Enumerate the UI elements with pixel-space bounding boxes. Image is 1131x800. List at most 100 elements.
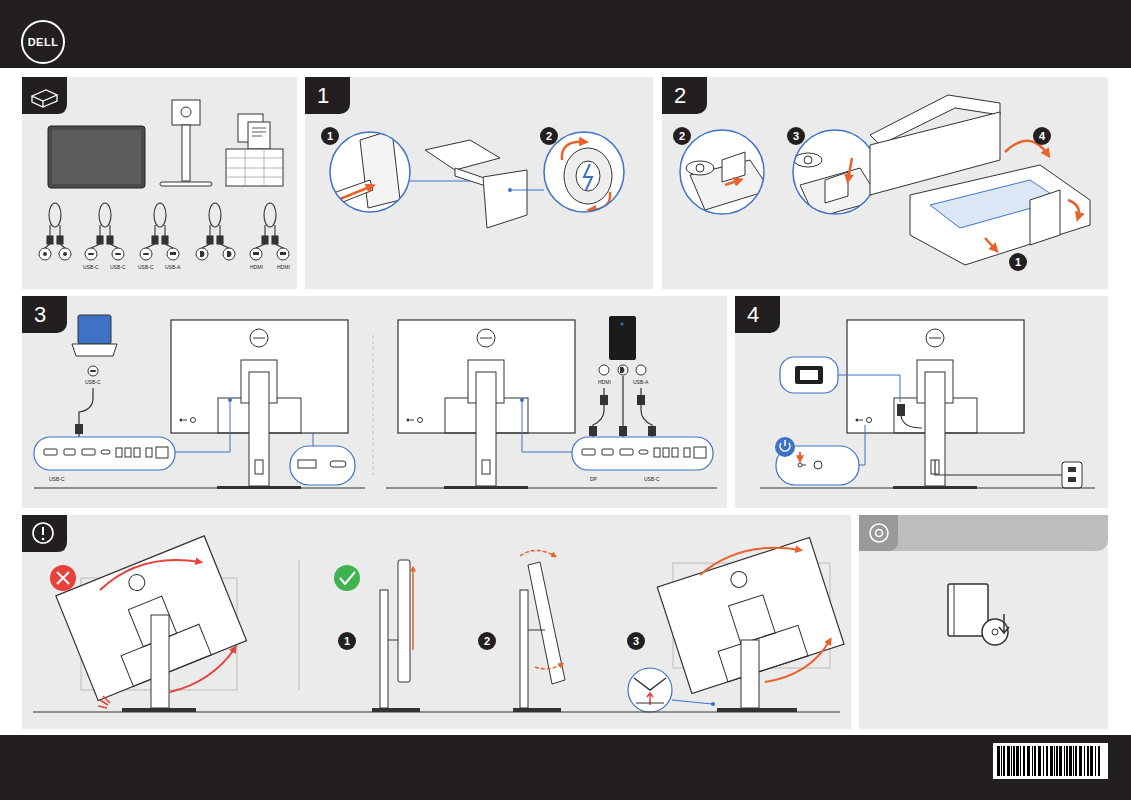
box-contents xyxy=(264,203,276,227)
barcode-bar xyxy=(1007,746,1010,776)
barcode-bar xyxy=(1075,746,1077,776)
box-contents xyxy=(143,253,149,255)
unboxing xyxy=(793,130,877,214)
power-connection xyxy=(760,320,1095,489)
setup-illustration xyxy=(662,77,1108,289)
warning-rotation xyxy=(50,565,76,591)
power-connection xyxy=(799,452,801,460)
unboxing xyxy=(794,153,822,167)
power-connection xyxy=(795,366,823,384)
power-connection xyxy=(1068,477,1076,482)
barcode-bar xyxy=(1050,746,1053,776)
box-contents xyxy=(22,77,289,260)
unboxing xyxy=(794,153,880,218)
unboxing xyxy=(910,165,1090,265)
box-contents xyxy=(47,236,53,244)
connect-cables xyxy=(330,461,346,467)
power-connection xyxy=(814,461,822,469)
cable-label: USB-C xyxy=(110,264,126,270)
box-contents xyxy=(272,236,278,244)
unboxing xyxy=(680,95,1090,265)
stand-assembly xyxy=(562,142,585,160)
connect-cables xyxy=(373,335,374,475)
box-contents xyxy=(248,122,270,149)
barcode-bar xyxy=(1079,746,1082,776)
power-connection xyxy=(800,370,818,380)
stand-assembly xyxy=(508,188,512,192)
connection-caption: USB-C xyxy=(49,476,65,482)
connect-cables xyxy=(593,376,652,440)
unboxing xyxy=(1005,141,1048,155)
warning-rotation xyxy=(535,664,562,669)
barcode-bar xyxy=(1064,746,1065,776)
warning-rotation xyxy=(628,668,672,712)
connect-cables xyxy=(34,488,717,489)
connect-cables xyxy=(522,400,572,452)
power-connection xyxy=(802,465,806,466)
box-contents xyxy=(182,125,190,181)
stand-assembly xyxy=(360,130,400,208)
setup-illustration xyxy=(305,77,653,289)
step-panel: 1 xyxy=(305,77,653,289)
port-label: USB-A xyxy=(633,379,648,385)
connect-cables xyxy=(34,315,717,489)
connection-caption: DP xyxy=(590,476,597,482)
barcode-bar xyxy=(1016,746,1019,776)
connect-cables xyxy=(599,365,646,375)
power-connection xyxy=(780,357,838,393)
stand-assembly xyxy=(544,132,624,212)
stand-assembly xyxy=(483,170,527,228)
warning-rotation xyxy=(513,708,561,712)
settings-download xyxy=(876,530,883,537)
connect-cables xyxy=(609,316,636,360)
callout-number: 1 xyxy=(338,632,356,650)
warning-rotation xyxy=(42,527,44,535)
stand-assembly xyxy=(325,130,400,208)
connect-cables xyxy=(589,426,597,436)
connect-cables xyxy=(619,426,627,436)
step-number: 3 xyxy=(22,296,67,333)
connect-cables xyxy=(589,395,656,436)
unboxing xyxy=(825,172,848,203)
barcode-bar xyxy=(1090,746,1093,776)
step-number: 1 xyxy=(305,77,350,114)
warning-rotation xyxy=(151,615,169,708)
box-contents xyxy=(140,248,152,260)
unboxing xyxy=(848,158,852,180)
unboxing xyxy=(686,161,714,175)
power-connection xyxy=(780,440,790,451)
box-contents xyxy=(63,252,67,256)
box-contents xyxy=(253,252,259,255)
unboxing xyxy=(804,156,812,164)
box-contents xyxy=(39,248,51,260)
cable-label: USB-C xyxy=(83,264,99,270)
warning-rotation xyxy=(380,590,388,708)
unboxing xyxy=(985,238,996,250)
warning-rotation xyxy=(765,640,830,682)
connect-cables xyxy=(298,460,316,468)
callout-number: 2 xyxy=(673,127,691,145)
step-panel: 3 xyxy=(22,296,727,508)
connect-cables xyxy=(599,365,609,375)
box-contents xyxy=(107,236,113,244)
warning-rotation xyxy=(672,700,712,704)
box-contents xyxy=(43,251,286,257)
connect-cables xyxy=(228,398,232,402)
barcode-bar xyxy=(1001,746,1002,776)
barcode-bar xyxy=(1034,746,1036,776)
setup-illustration xyxy=(22,515,851,729)
box-contents xyxy=(22,77,67,114)
warning-rotation xyxy=(98,696,110,708)
power-connection xyxy=(775,437,795,457)
connect-cables xyxy=(175,400,230,452)
box-contents xyxy=(112,248,124,260)
warning-rotation xyxy=(636,703,664,704)
setup-illustration xyxy=(735,296,1108,508)
callout-number: 3 xyxy=(627,632,645,650)
warning-rotation xyxy=(528,630,545,631)
connect-cables xyxy=(34,437,175,470)
box-contents xyxy=(85,248,97,260)
box-contents xyxy=(252,128,266,136)
power-connection xyxy=(897,404,905,416)
